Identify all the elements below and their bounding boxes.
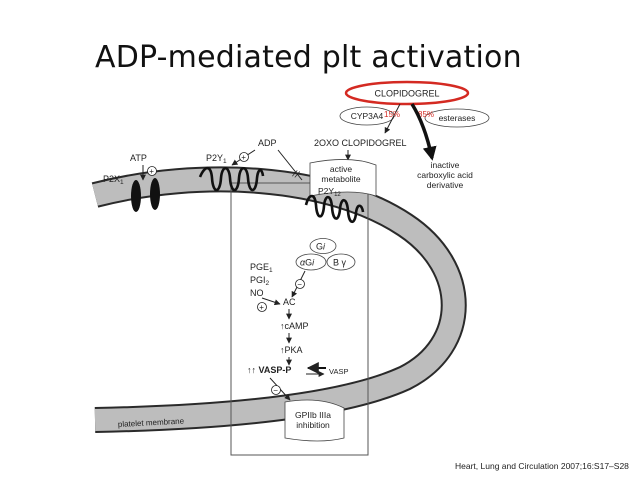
gp-minus-circle	[271, 385, 281, 395]
atp-plus-circle	[147, 166, 157, 176]
active-metabolite-shape	[309, 159, 377, 197]
no-to-ac-arrow	[261, 297, 281, 306]
pka-label: ↑PKA	[280, 345, 303, 355]
pgi2-label: PGI2	[250, 275, 270, 287]
inactive-label-line1: inactive	[431, 160, 460, 170]
citation: Heart, Lung and Circulation 2007;16:S17–…	[455, 461, 629, 471]
gi-minus-sign: −	[297, 280, 302, 289]
atp-label: ATP	[130, 153, 147, 163]
p2y12-label: P2Y12	[318, 186, 341, 198]
ac-plus-circle	[257, 302, 267, 312]
ac-label: AC	[283, 297, 296, 307]
clopidogrel-to-inactive-arrow	[410, 103, 437, 161]
cyp3a4-label: CYP3A4	[351, 111, 384, 121]
p2y12-receptor	[304, 194, 365, 224]
gi-label: Gi	[316, 242, 326, 252]
pge1-label: PGE1	[250, 262, 273, 274]
beta-gamma-label: B γ	[333, 258, 347, 268]
pct-15-label: 15%	[384, 110, 400, 119]
adp-to-p2y12-line	[277, 149, 303, 181]
adp-plus-sign: +	[241, 153, 246, 162]
vasp-p-label: ↑↑ VASP-P	[247, 365, 291, 375]
p2y1-receptor	[198, 166, 265, 192]
pct-85-label: 85%	[418, 110, 434, 119]
active-label-line1: active	[330, 164, 352, 174]
no-label: NO	[250, 288, 264, 298]
clopidogrel-to-oxo-arrow	[384, 103, 401, 134]
alpha-gi-oval	[295, 253, 327, 271]
inactive-label-line3: derivative	[427, 180, 464, 190]
block-mark: //	[291, 169, 301, 181]
adp-label: ADP	[258, 138, 277, 148]
active-label-line2: metabolite	[321, 174, 360, 184]
gpiib-iiia-shape	[284, 399, 345, 442]
esterases-label: esterases	[439, 113, 476, 123]
gi-minus-circle	[295, 279, 305, 289]
signaling-box	[230, 182, 369, 456]
gi-protein-oval	[309, 238, 337, 254]
camp-label: ↑cAMP	[280, 321, 309, 331]
adp-plus-circle	[239, 152, 249, 162]
alpha-gi-label: αGi	[300, 258, 315, 268]
inactive-label-line2: carboxylic acid	[417, 170, 473, 180]
esterases-oval	[424, 108, 490, 128]
gp-minus-sign: −	[273, 386, 278, 395]
p2x1-label: P2X1	[103, 174, 124, 186]
vasp-label: VASP	[329, 367, 348, 376]
slide-title: ADP-mediated plt activation	[95, 40, 522, 75]
atp-plus-sign: +	[149, 167, 154, 176]
p2y1-label: P2Y1	[206, 153, 227, 165]
gp-label-line1: GPIIb IIIa	[295, 410, 331, 420]
ac-plus-sign: +	[259, 303, 264, 312]
oxo-clopidogrel-label: 2OXO CLOPIDOGREL	[314, 138, 407, 148]
membrane-label: platelet membrane	[118, 417, 185, 429]
clopidogrel-label: CLOPIDOGREL	[374, 89, 439, 99]
p2x1-channel	[131, 178, 160, 212]
gp-label-line2: inhibition	[296, 420, 330, 430]
clopidogrel-oval	[344, 80, 470, 106]
beta-gamma-oval	[326, 253, 356, 271]
platelet-membrane	[91, 166, 467, 433]
